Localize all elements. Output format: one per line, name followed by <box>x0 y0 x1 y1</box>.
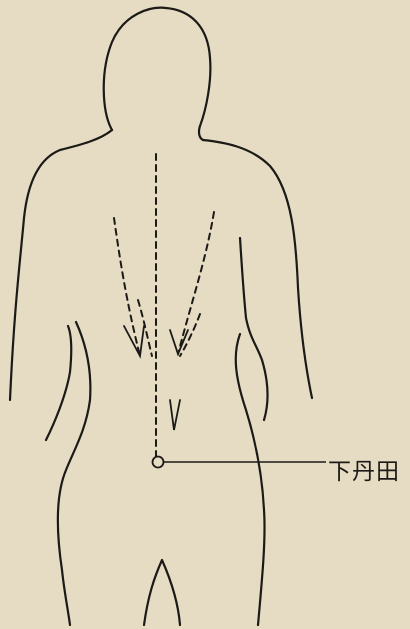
right-arrowhead-icon <box>170 330 188 354</box>
spine-arrowhead-icon <box>170 400 180 430</box>
left-shoulder-arm-outline <box>10 130 112 400</box>
left-inner-arm-outline <box>46 326 71 440</box>
left-torso-side <box>58 322 90 625</box>
head-outline <box>104 8 211 140</box>
right-dashed-arrow <box>178 212 214 354</box>
right-inner-arm-outline <box>240 238 268 420</box>
right-torso-side <box>236 334 265 625</box>
buttock-cleft-outline <box>144 560 180 625</box>
left-dashed-arrow <box>114 218 140 356</box>
left-secondary-dashed-arrow <box>138 300 152 356</box>
lower-dantian-point <box>153 457 164 468</box>
right-shoulder-arm-outline <box>203 140 312 398</box>
lower-dantian-label: 下丹田 <box>328 452 400 486</box>
